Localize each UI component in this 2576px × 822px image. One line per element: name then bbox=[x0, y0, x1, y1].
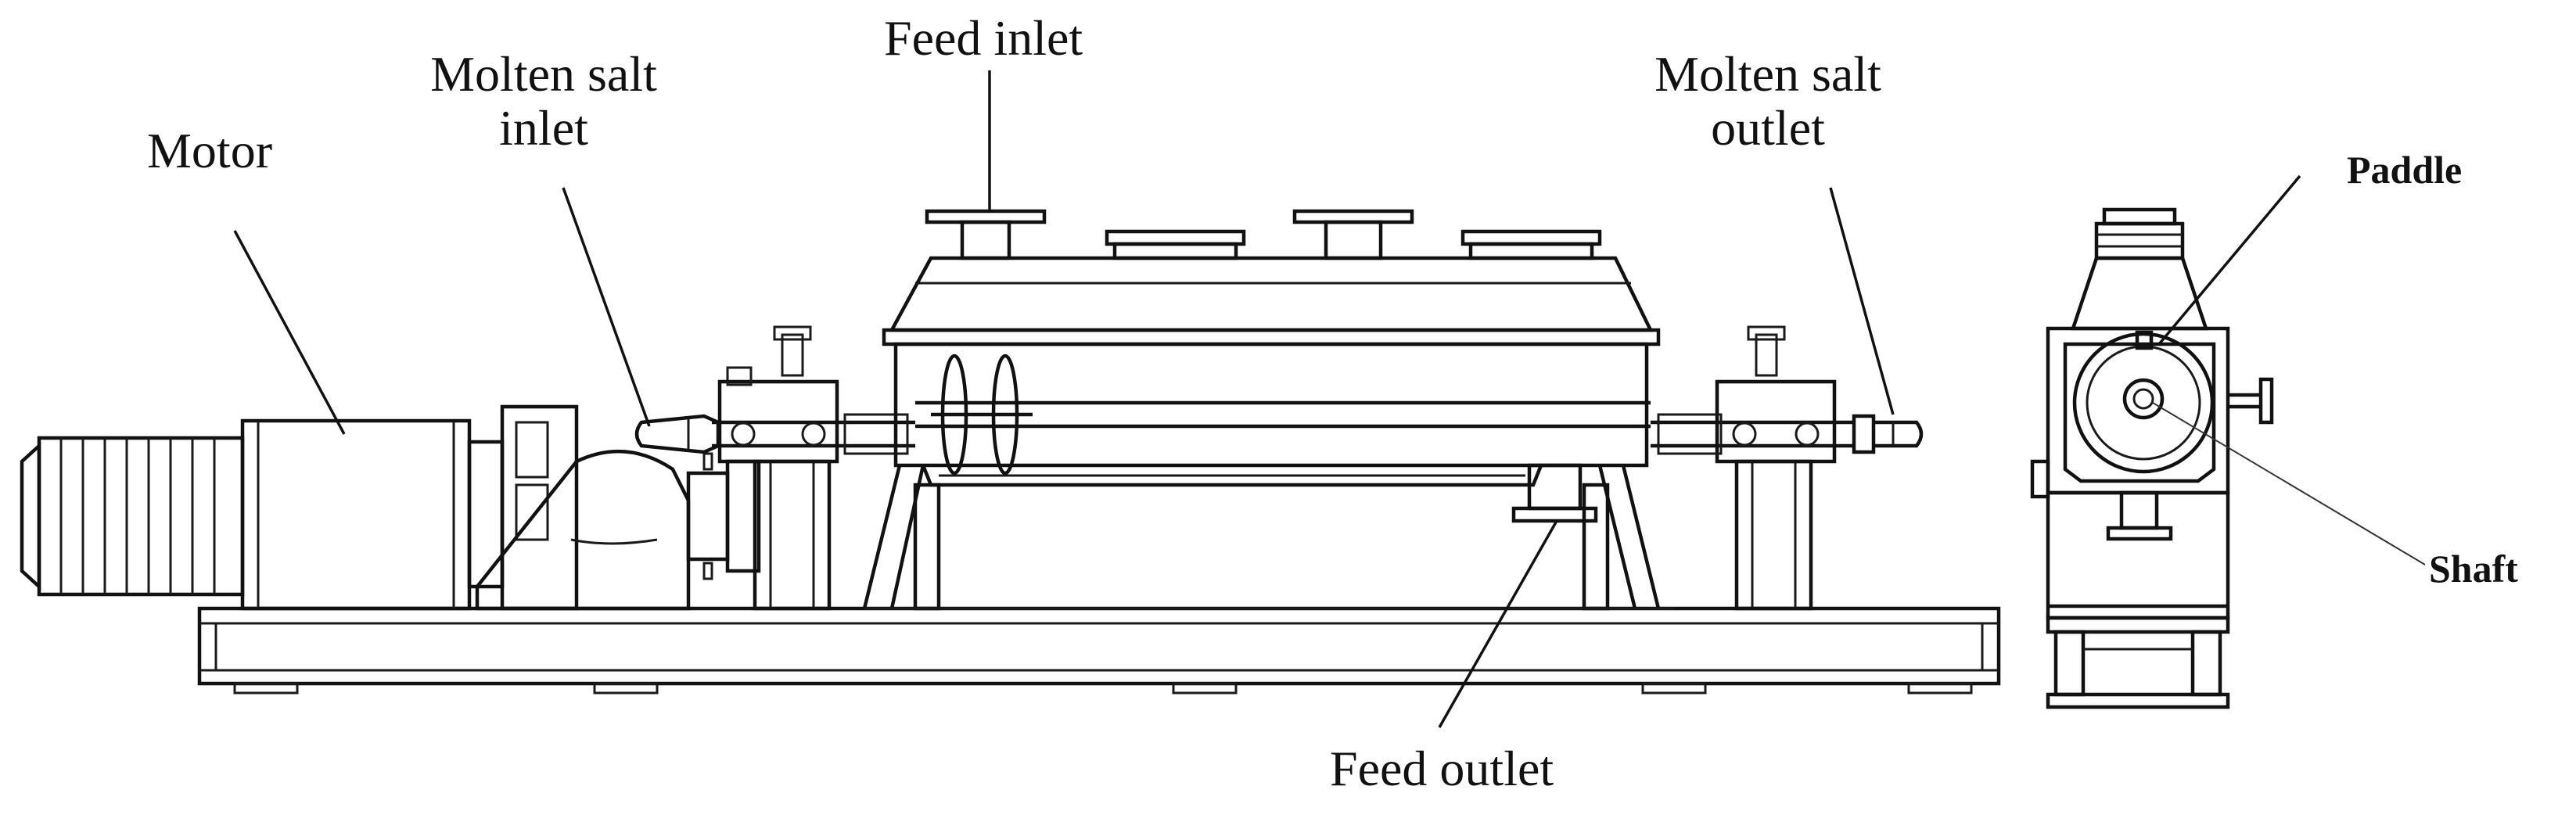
right-bearing-assembly bbox=[1651, 325, 1854, 611]
label-molten-salt-outlet-line1: Molten salt bbox=[1654, 46, 1881, 102]
left-bearing-assembly bbox=[712, 325, 915, 611]
end-view bbox=[2030, 207, 2274, 709]
molten-salt-outlet-nozzle bbox=[1852, 414, 1924, 454]
leader-lines bbox=[233, 70, 2426, 728]
top-port-4 bbox=[1460, 229, 1602, 260]
label-feed-inlet: Feed inlet bbox=[884, 10, 1083, 66]
top-port-2 bbox=[1105, 229, 1246, 260]
feed-outlet-nozzle bbox=[1511, 463, 1598, 523]
label-molten-salt-inlet: Molten salt inlet bbox=[415, 47, 673, 155]
motor-body bbox=[20, 404, 761, 611]
label-molten-salt-inlet-line2: inlet bbox=[499, 100, 588, 156]
top-port-3 bbox=[1292, 209, 1414, 260]
feed-inlet-nozzle bbox=[925, 209, 1047, 260]
leader-molten-salt-outlet bbox=[1829, 187, 1895, 415]
label-molten-salt-outlet: Molten salt outlet bbox=[1639, 47, 1897, 155]
leader-motor bbox=[233, 230, 346, 435]
label-molten-salt-inlet-line1: Molten salt bbox=[430, 46, 657, 102]
leader-shaft bbox=[2152, 402, 2426, 565]
label-shaft: Shaft bbox=[2429, 547, 2518, 590]
label-molten-salt-outlet-line2: outlet bbox=[1711, 100, 1825, 156]
label-feed-outlet: Feed outlet bbox=[1330, 741, 1554, 796]
dryer-trough bbox=[862, 256, 1674, 611]
leader-molten-salt-inlet bbox=[562, 187, 651, 427]
label-paddle: Paddle bbox=[2347, 148, 2463, 192]
leader-paddle bbox=[2157, 174, 2301, 346]
label-motor: Motor bbox=[147, 123, 272, 178]
base-frame bbox=[197, 606, 2001, 695]
leader-feed-outlet bbox=[1438, 520, 1558, 728]
molten-salt-inlet-nozzle bbox=[634, 414, 720, 454]
